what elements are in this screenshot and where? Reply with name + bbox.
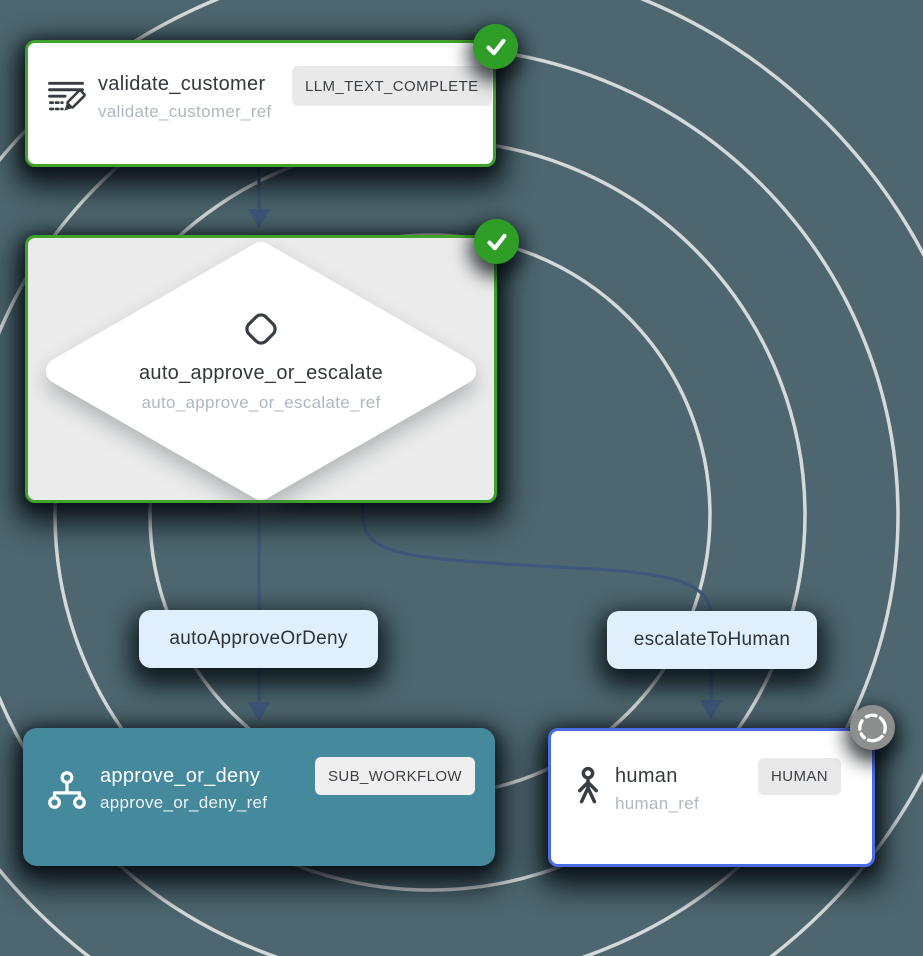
decision-diamond-icon [239,307,283,356]
edge-decision-to-approve [248,502,270,722]
in-progress-spinner-icon [850,705,895,750]
edge-label-text: autoApproveOrDeny [169,628,348,649]
edge-label-text: escalateToHuman [633,629,791,650]
sub-workflow-icon [44,768,90,819]
task-type-badge: SUB_WORKFLOW [315,757,475,795]
node-ref: approve_or_deny_ref [100,793,268,812]
task-type-badge: LLM_TEXT_COMPLETE [292,66,492,106]
node-validate-customer[interactable]: validate_customer validate_customer_ref … [25,40,496,167]
edge-label-auto-approve-or-deny: autoApproveOrDeny [139,610,378,668]
node-human[interactable]: human human_ref HUMAN [548,728,875,867]
edge-decision-to-human [361,502,722,720]
node-auto-approve-or-escalate[interactable]: auto_approve_or_escalate auto_approve_or… [25,235,497,503]
decision-diamond-shape [46,242,476,500]
task-type-badge: HUMAN [758,758,841,795]
success-check-icon [474,219,519,264]
node-title: auto_approve_or_escalate [138,362,384,384]
human-icon [566,765,610,814]
success-check-icon [473,24,518,69]
node-ref: human_ref [615,794,699,813]
edge-label-escalate-to-human: escalateToHuman [607,611,817,669]
node-title: approve_or_deny [100,765,261,787]
edge-validate-to-decision [248,166,270,229]
node-approve-or-deny[interactable]: approve_or_deny approve_or_deny_ref SUB_… [23,728,495,866]
node-ref: auto_approve_or_escalate_ref [141,393,381,412]
node-title: human [615,765,678,787]
node-ref: validate_customer_ref [98,102,272,121]
text-edit-icon [44,76,88,125]
node-title: validate_customer [98,73,266,95]
